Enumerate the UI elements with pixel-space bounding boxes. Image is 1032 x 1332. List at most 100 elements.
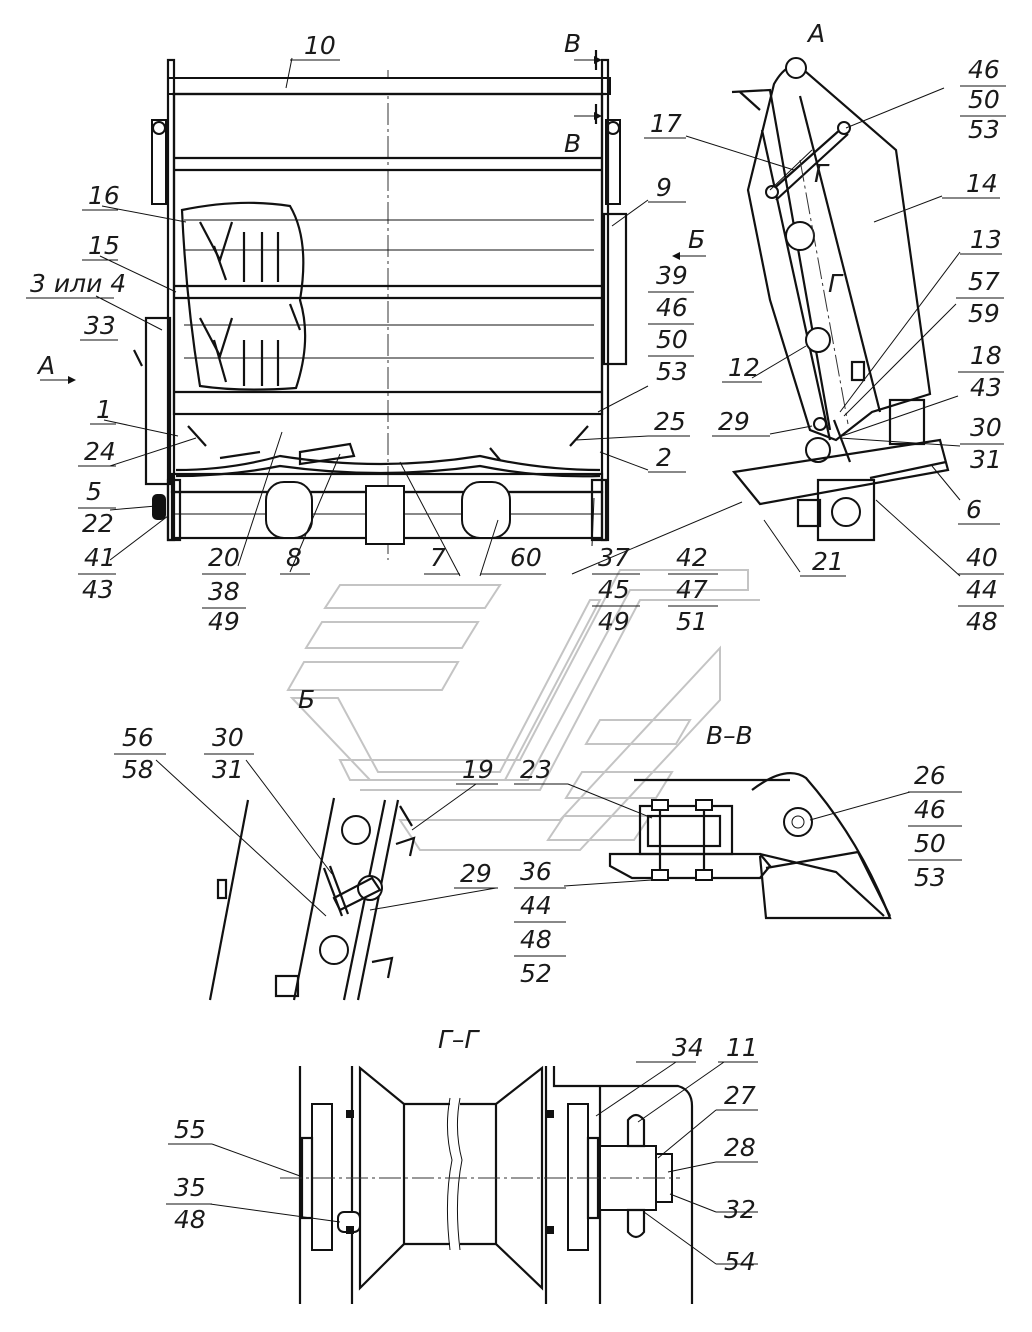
callout-18-43: 18 43 [958,341,1004,402]
callout-23: 23 [514,755,568,785]
view-b [208,797,416,1001]
callout-9: 9 [648,173,686,203]
callout-26-46-50-53: 26 46 50 53 [908,761,962,892]
svg-text:46: 46 [968,55,1000,84]
svg-text:3 или 4: 3 или 4 [30,269,126,298]
section-mark-g-top: Г [814,159,830,188]
svg-text:35: 35 [174,1173,206,1202]
section-gg [280,1065,694,1304]
svg-text:30: 30 [970,413,1002,442]
svg-text:51: 51 [676,607,708,636]
svg-text:27: 27 [724,1081,756,1110]
svg-text:60: 60 [510,543,542,572]
svg-text:50: 50 [914,829,946,858]
svg-text:53: 53 [914,863,946,892]
svg-text:50: 50 [656,325,688,354]
callout-29-b: 29 [454,859,498,889]
svg-text:8: 8 [286,543,302,572]
callout-30-31-b: 30 31 [204,723,254,784]
svg-text:39: 39 [656,261,688,290]
callout-32: 32 [716,1195,758,1224]
callouts: 10 16 15 3 или 4 33 1 24 5 22 41 43 20 3… [26,31,1006,1276]
svg-text:48: 48 [520,925,552,954]
view-a [731,57,950,542]
svg-text:31: 31 [970,445,1002,474]
svg-text:44: 44 [966,575,998,604]
callout-7: 7 [424,543,460,575]
callout-30-31-a: 30 31 [960,413,1004,474]
callout-13: 13 [960,225,1002,255]
svg-text:48: 48 [966,607,998,636]
callout-54: 54 [716,1247,758,1276]
callout-19: 19 [456,755,498,785]
svg-text:43: 43 [82,575,114,604]
svg-text:46: 46 [656,293,688,322]
callout-6: 6 [958,495,1000,525]
svg-text:33: 33 [84,311,116,340]
svg-text:37: 37 [598,543,630,572]
svg-text:15: 15 [88,231,120,260]
svg-text:36: 36 [520,857,552,886]
svg-text:38: 38 [208,577,240,606]
svg-text:7: 7 [430,543,446,572]
svg-text:30: 30 [212,723,244,752]
section-mark-v-bottom: В [564,129,581,158]
svg-text:48: 48 [174,1205,206,1234]
section-mark-b: Б [688,225,705,254]
callout-24: 24 [78,437,116,467]
callout-34: 34 [636,1033,704,1063]
svg-text:18: 18 [970,341,1002,370]
svg-text:16: 16 [88,181,120,210]
callout-57-59: 57 59 [956,267,1004,328]
svg-text:14: 14 [966,169,998,198]
view-vv-title: В–В [706,721,753,750]
section-mark-a: А [36,351,55,380]
callout-21: 21 [800,547,846,577]
callout-33: 33 [80,311,118,341]
svg-text:43: 43 [970,373,1002,402]
callout-46-50-53-a: 46 50 53 [960,55,1006,144]
callout-2: 2 [648,443,686,473]
svg-text:9: 9 [656,173,672,202]
svg-text:19: 19 [462,755,494,784]
section-mark-g-bottom: Г [828,269,844,298]
view-b-title: Б [298,685,315,714]
callout-8: 8 [280,543,310,575]
view-titles: А Б В–В Г–Г В В Б А Г Г [36,19,844,1054]
svg-text:32: 32 [724,1195,756,1224]
svg-text:29: 29 [460,859,492,888]
svg-text:11: 11 [726,1033,758,1062]
svg-text:58: 58 [122,755,154,784]
callout-41-43: 41 43 [78,543,116,604]
callout-15: 15 [82,231,120,261]
callout-25: 25 [648,407,690,437]
callout-12: 12 [722,353,762,383]
svg-text:26: 26 [914,761,946,790]
svg-text:5: 5 [86,477,102,506]
callout-40-44-48: 40 44 48 [958,543,1004,636]
callout-11: 11 [718,1033,758,1063]
svg-text:53: 53 [968,115,1000,144]
callout-55: 55 [168,1115,212,1145]
callout-20-38-49: 20 38 49 [202,543,246,636]
callout-35-48: 35 48 [166,1173,212,1234]
svg-text:10: 10 [304,31,336,60]
callout-29-a: 29 [712,407,770,437]
svg-text:2: 2 [656,443,672,472]
svg-text:17: 17 [650,109,682,138]
callout-10: 10 [290,31,340,61]
callout-16: 16 [82,181,120,211]
callout-5-22: 5 22 [78,477,116,538]
svg-text:50: 50 [968,85,1000,114]
svg-text:6: 6 [966,495,982,524]
svg-text:40: 40 [966,543,998,572]
svg-text:45: 45 [598,575,630,604]
section-mark-v-top: В [564,29,581,58]
view-a-title: А [806,19,825,48]
callout-36-44-48-52: 36 44 48 52 [514,857,566,988]
callout-27: 27 [716,1081,758,1111]
callout-56-58: 56 58 [114,723,166,784]
svg-text:47: 47 [676,575,708,604]
svg-text:44: 44 [520,891,552,920]
